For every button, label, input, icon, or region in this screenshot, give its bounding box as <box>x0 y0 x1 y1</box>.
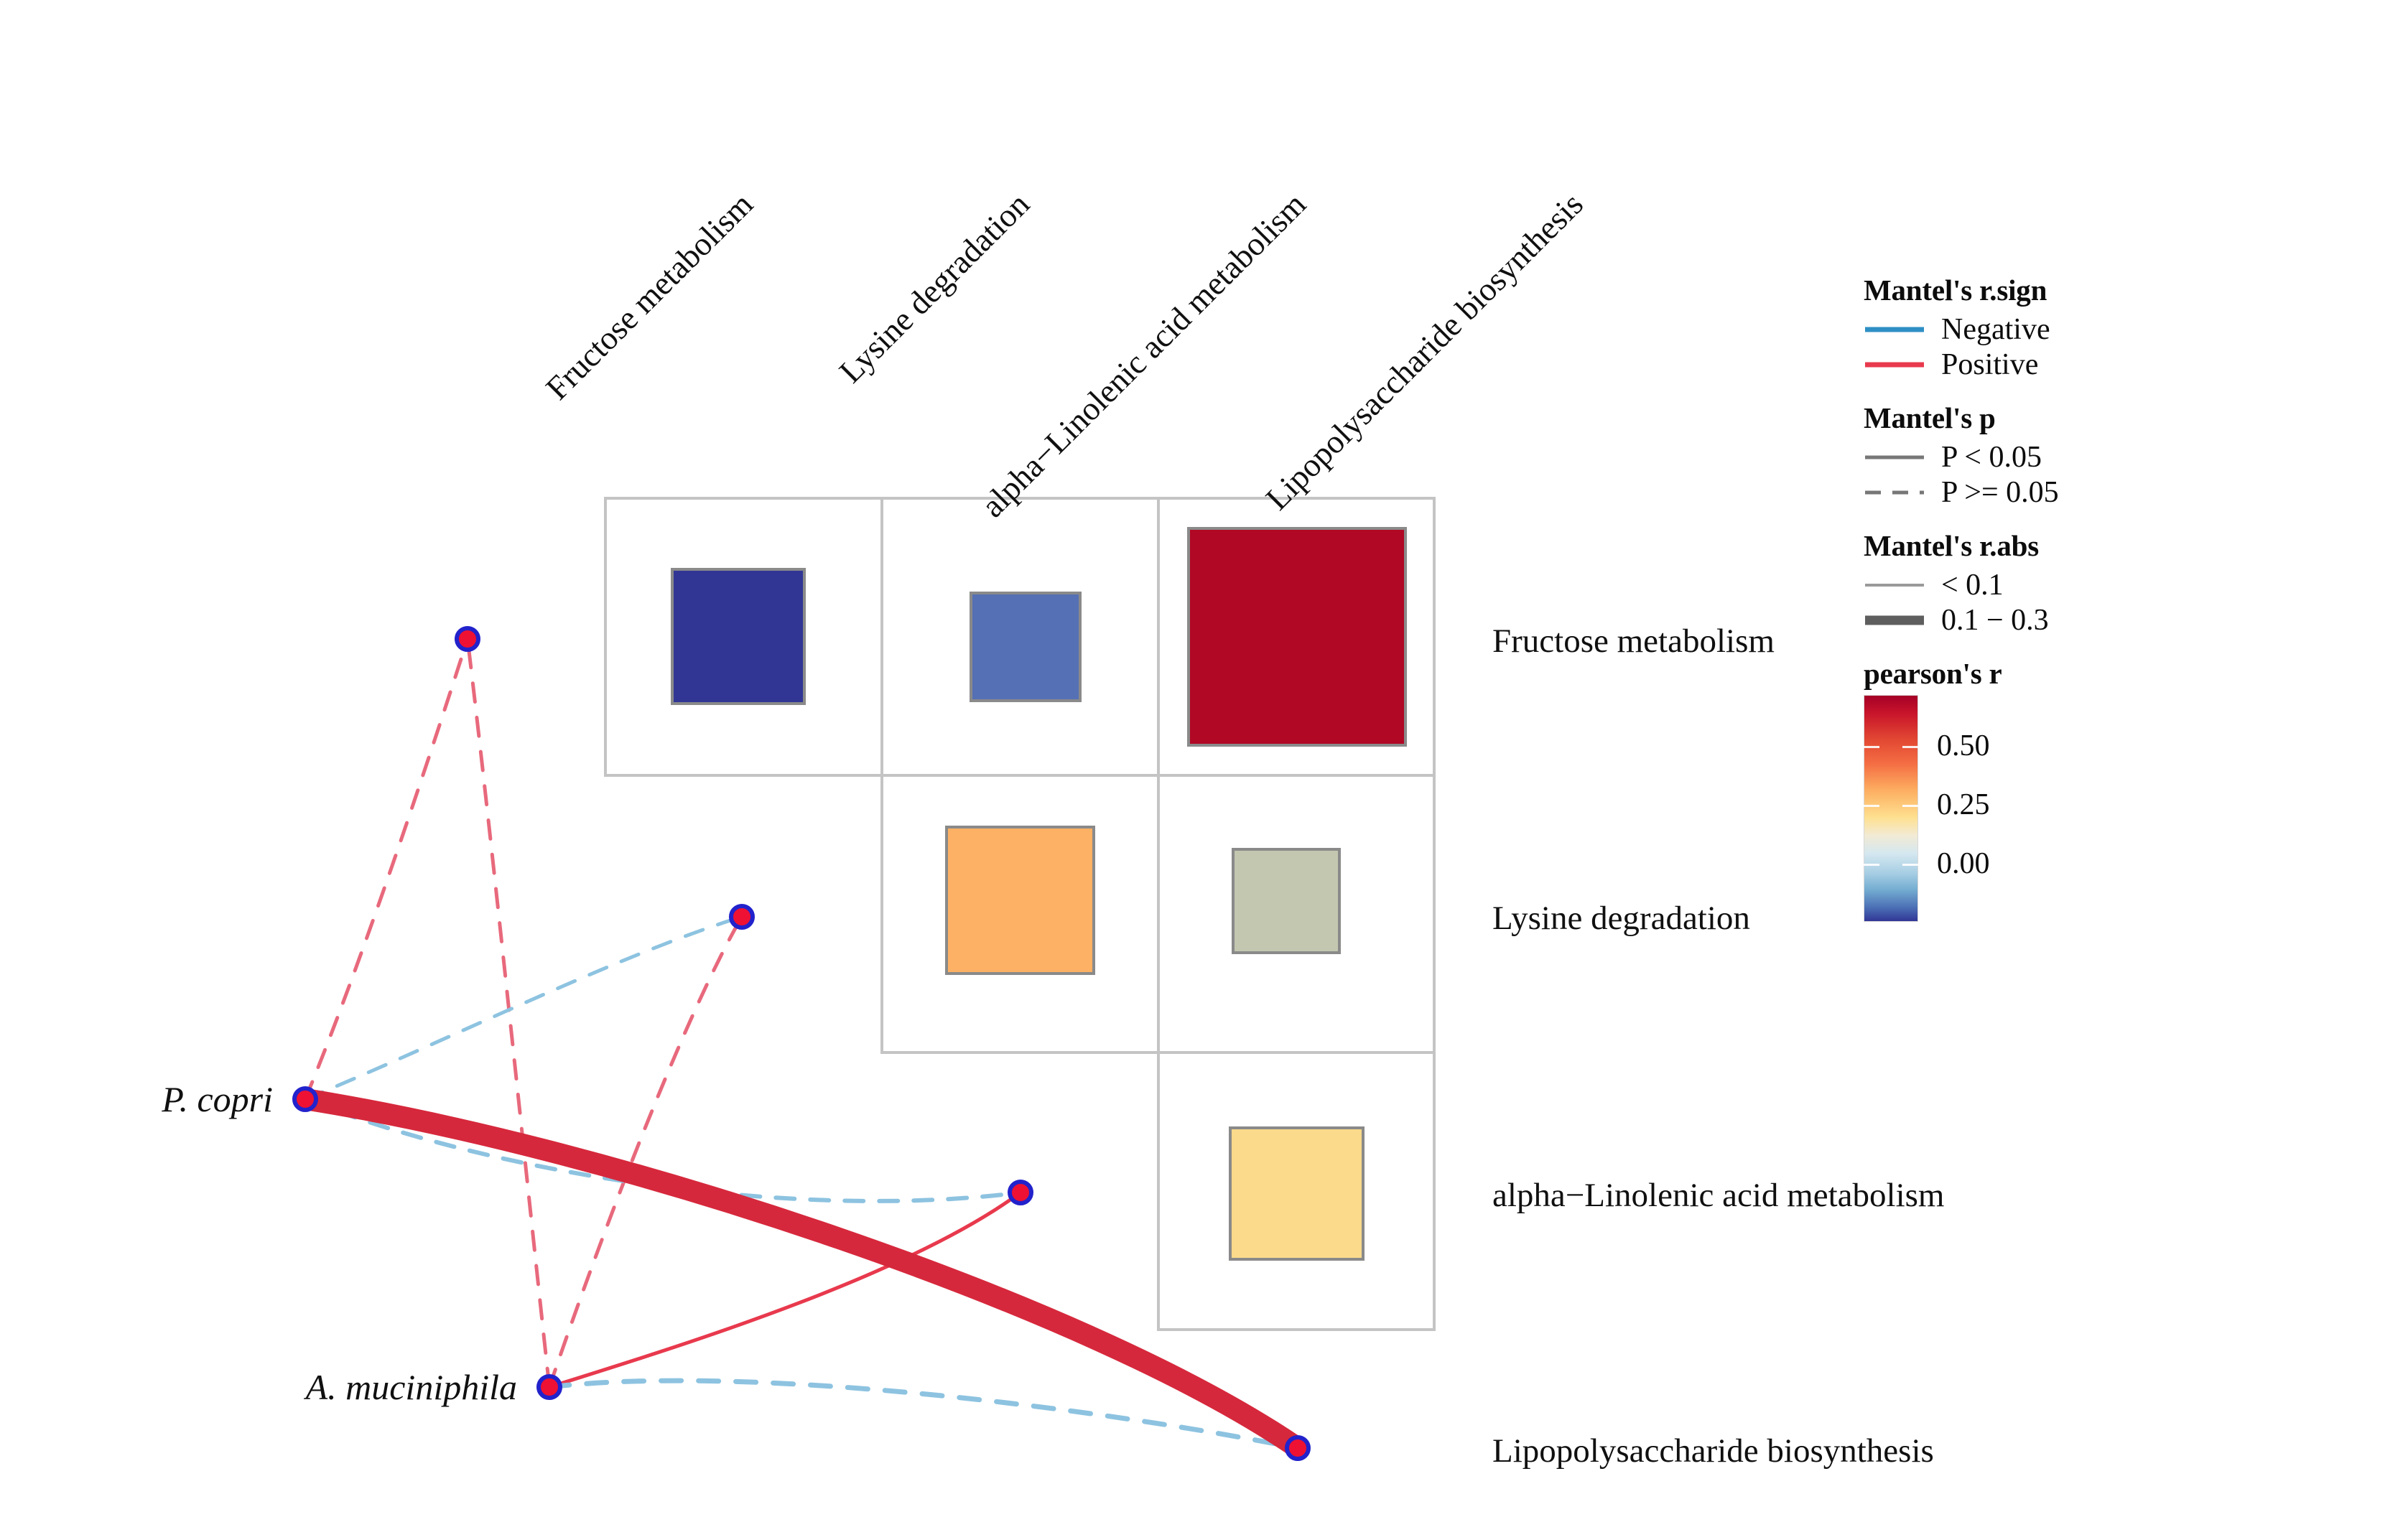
heatmap-square-lysine-lysine <box>945 826 1095 975</box>
legend-group-rsign: Mantel's r.sign Negative Positive <box>1864 273 2201 382</box>
legend-item-positive[interactable]: Positive <box>1864 347 2201 382</box>
heatmap-square-fructose-linolenic <box>1187 527 1407 747</box>
legend-line-positive-icon <box>1864 347 1925 382</box>
node-pcopri[interactable] <box>292 1086 318 1112</box>
network-nodes <box>292 626 1311 1461</box>
legend-label-negative: Negative <box>1941 312 2050 346</box>
legend-label-rabs-lt01: < 0.1 <box>1941 568 2004 602</box>
node-lps[interactable] <box>1285 1435 1311 1461</box>
row-label-fructose: Fructose metabolism <box>1492 622 1775 660</box>
heatmap-square-fructose-lysine <box>970 592 1082 702</box>
taxa-label-pcopri: P. copri <box>162 1079 273 1119</box>
legend-line-solid-icon <box>1864 439 1925 475</box>
heatmap-grid <box>604 497 1436 1331</box>
legend-group-colorbar: pearson's r 0.50 0.25 0.00 <box>1864 656 2201 922</box>
colorbar-wrap: 0.50 0.25 0.00 <box>1864 695 2201 922</box>
legend-item-negative[interactable]: Negative <box>1864 312 2201 347</box>
legend-label-positive: Positive <box>1941 347 2039 381</box>
legend-title-pvalue: Mantel's p <box>1864 401 1996 434</box>
node-linolenic[interactable] <box>1008 1180 1033 1205</box>
legend-item-rabs-01-03[interactable]: 0.1 − 0.3 <box>1864 602 2201 638</box>
legend-label-rabs-01-03: 0.1 − 0.3 <box>1941 603 2049 637</box>
legend-label-p-ge-005: P >= 0.05 <box>1941 475 2059 509</box>
heatmap-square-linolenic-linolenic <box>1229 1126 1365 1261</box>
legend-line-dashed-icon <box>1864 475 1925 510</box>
colorbar-labels: 0.50 0.25 0.00 <box>1937 695 2081 922</box>
row-label-lysine: Lysine degradation <box>1492 900 1750 937</box>
node-amuciniphila[interactable] <box>536 1374 562 1400</box>
edge-amuciniphila-linolenic <box>547 1190 1023 1389</box>
legend-group-rabs: Mantel's r.abs < 0.1 0.1 − 0.3 <box>1864 528 2201 638</box>
edge-pcopri-fructose <box>303 637 470 1101</box>
colorbar-label-025: 0.25 <box>1937 788 1990 821</box>
legend-item-p-lt-005[interactable]: P < 0.05 <box>1864 439 2201 475</box>
edge-pcopri-lysine <box>303 915 744 1101</box>
heatmap-squares <box>671 527 1407 1261</box>
colorbar-label-050: 0.50 <box>1937 729 1990 762</box>
legend-panel: Mantel's r.sign Negative Positive Mantel… <box>1864 273 2201 940</box>
legend-title-rabs: Mantel's r.abs <box>1864 529 2039 562</box>
row-label-linolenic: alpha−Linolenic acid metabolism <box>1492 1177 1945 1214</box>
edge-amuciniphila-lysine <box>547 915 744 1389</box>
colorbar-gradient <box>1864 695 1918 922</box>
network-edges <box>294 637 1308 1459</box>
legend-line-thin-icon <box>1864 567 1925 602</box>
taxa-label-amuciniphila: A. muciniphila <box>305 1367 517 1407</box>
node-fructose[interactable] <box>455 626 480 652</box>
colorbar-label-000: 0.00 <box>1937 847 1990 880</box>
legend-line-negative-icon <box>1864 312 1925 347</box>
legend-line-thick-icon <box>1864 602 1925 638</box>
legend-item-p-ge-005[interactable]: P >= 0.05 <box>1864 475 2201 510</box>
grid-cell-r3c3 <box>1157 1051 1436 1331</box>
legend-item-rabs-lt01[interactable]: < 0.1 <box>1864 567 2201 602</box>
node-lysine[interactable] <box>729 904 755 930</box>
row-label-lps: Lipopolysaccharide biosynthesis <box>1492 1432 1934 1470</box>
edge-pcopri-lps <box>294 1088 1308 1459</box>
edge-amuciniphila-lps <box>547 1378 1301 1451</box>
legend-label-p-lt-005: P < 0.05 <box>1941 440 2042 474</box>
edge-amuciniphila-fructose <box>465 637 552 1389</box>
legend-title-rsign: Mantel's r.sign <box>1864 274 2047 307</box>
legend-title-pearson-r: pearson's r <box>1864 657 2002 690</box>
heatmap-square-fructose-fructose <box>671 568 806 705</box>
legend-group-pvalue: Mantel's p P < 0.05 P >= 0.05 <box>1864 401 2201 510</box>
heatmap-square-lysine-linolenic <box>1232 848 1341 954</box>
